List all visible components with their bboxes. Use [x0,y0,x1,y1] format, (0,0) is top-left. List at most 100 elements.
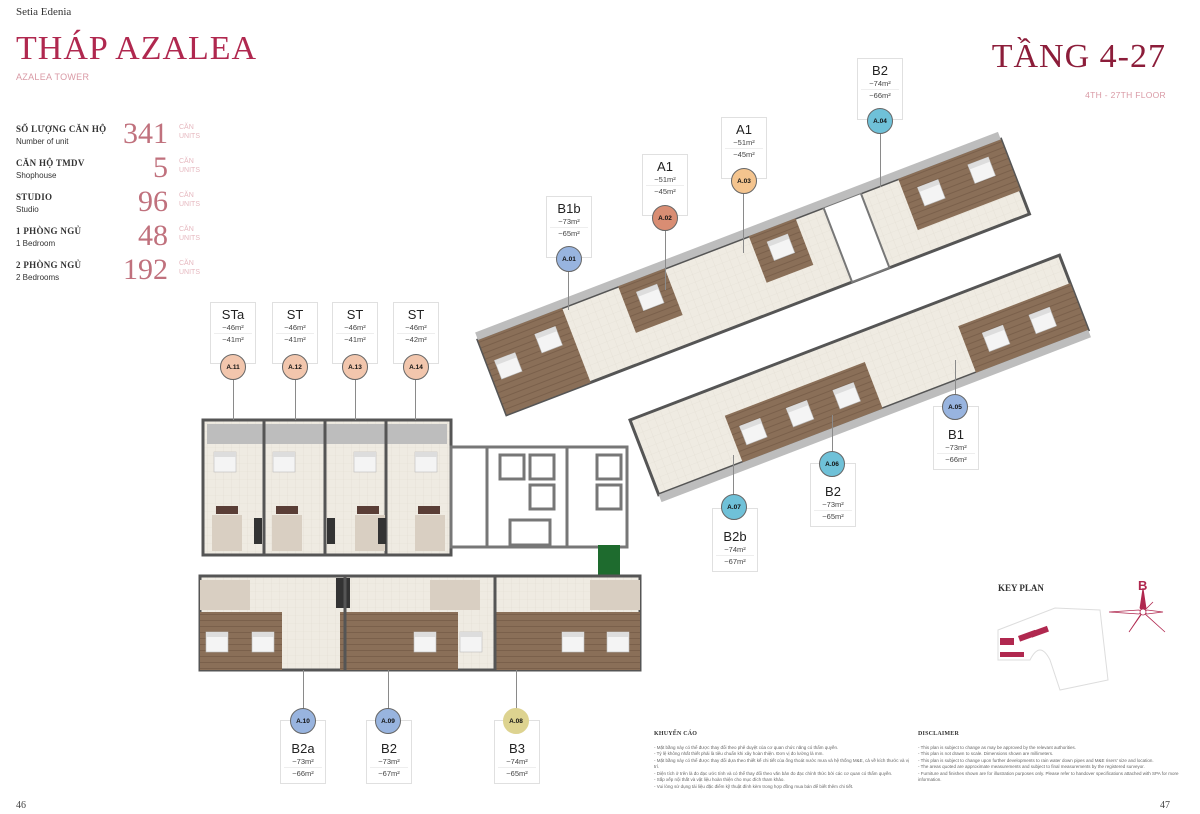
unit-type: B3 [509,741,525,756]
unit-gross-area: ~73m² [814,500,852,512]
unit-gross-area: ~46m² [214,323,252,335]
unit-type: A1 [657,159,673,174]
advisory-line: - Vui lòng sử dụng tài liệu đặc điểm kỹ … [654,783,854,789]
unit-badge-a07[interactable]: A.07 [721,494,747,520]
unit-net-area: ~67m² [378,769,400,779]
brand-name: Setia Edenia [16,6,72,18]
unit-gross-area: ~51m² [646,175,684,187]
leader-line [880,132,881,187]
unit-net-area: ~65m² [506,769,528,779]
leader-line [955,360,956,395]
unit-badge-a06[interactable]: A.06 [819,451,845,477]
bottom-block [198,574,642,672]
disclaimer-line: - This plan is subject to change upon fu… [918,757,1154,763]
stat-label-en: 2 Bedrooms [16,273,60,282]
unit-card-a14[interactable]: ST ~46m² ~42m² [393,302,439,365]
advisory-block: KHUYẾN CÁO - Mặt bằng này có thể được th… [654,730,914,790]
stat-value: 5 [153,151,168,184]
leader-line [303,670,304,710]
leader-line [665,230,666,290]
stat-label-en: Number of unit [16,137,69,146]
unit-card-a08[interactable]: B3 ~74m² ~65m² [494,720,540,785]
unit-badge-a11[interactable]: A.11 [220,354,246,380]
disclaimer-line: - Furniture and finishes shown are for i… [918,770,1179,783]
unit-badge-a05[interactable]: A.05 [942,394,968,420]
page-number-right: 47 [1160,800,1170,811]
disclaimer-title: DISCLAIMER [918,731,960,737]
unit-badge-a09[interactable]: A.09 [375,708,401,734]
unit-net-area: ~41m² [222,335,244,345]
unit-badge-a04[interactable]: A.04 [867,108,893,134]
unit-type: B2 [825,484,841,499]
stat-label-vn: CĂN HỘ TMDV [16,158,85,168]
stat-label-en: Studio [16,205,39,214]
unit-gross-area: ~73m² [284,757,322,769]
unit-gross-area: ~46m² [336,323,374,335]
leader-line [388,670,389,710]
leader-line [832,415,833,453]
unit-badge-a03[interactable]: A.03 [731,168,757,194]
tower-title: THÁP AZALEA [16,30,258,67]
stat-label-vn: 2 PHÒNG NGỦ [16,260,82,270]
leader-line [415,378,416,420]
key-plan-map [997,607,1109,691]
floor-title: TẦNG 4-27 [991,38,1166,75]
unit-type: B2b [723,529,747,544]
leader-line [355,378,356,420]
disclaimer-line: - This plan is not drawn to scale. Dimen… [918,751,1054,757]
unit-card-a12[interactable]: ST ~46m² ~41m² [272,302,318,365]
unit-gross-area: ~74m² [498,757,536,769]
unit-net-area: ~66m² [292,769,314,779]
advisory-line: - Sắp xếp nội thất và vật liệu hoàn thiệ… [654,777,785,783]
unit-net-area: ~65m² [822,512,844,522]
unit-gross-area: ~46m² [397,323,435,335]
stat-label-vn: 1 PHÒNG NGỦ [16,226,82,236]
unit-gross-area: ~73m² [370,757,408,769]
advisory-line: - Tỷ lệ không nhất thiết phải là tiêu ch… [654,751,824,757]
unit-gross-area: ~74m² [716,545,754,557]
unit-gross-area: ~73m² [937,443,975,455]
stat-label-en: 1 Bedroom [16,239,56,248]
key-plan-label: KEY PLAN [998,583,1044,593]
unit-card-a13[interactable]: ST ~46m² ~41m² [332,302,378,365]
unit-badge-a02[interactable]: A.02 [652,205,678,231]
advisory-title: KHUYẾN CÁO [654,731,698,737]
unit-type: B1b [557,201,581,216]
unit-badge-a14[interactable]: A.14 [403,354,429,380]
unit-badge-a13[interactable]: A.13 [342,354,368,380]
unit-card-a04[interactable]: B2 ~74m² ~66m² [857,58,903,121]
unit-badge-a12[interactable]: A.12 [282,354,308,380]
unit-gross-area: ~46m² [276,323,314,335]
unit-net-area: ~66m² [869,91,891,101]
unit-gross-area: ~73m² [550,217,588,229]
unit-badge-a08[interactable]: A.08 [503,708,529,734]
unit-card-a11[interactable]: STa ~46m² ~41m² [210,302,256,365]
unit-badge-a01[interactable]: A.01 [556,246,582,272]
stat-value: 341 [123,117,168,150]
unit-net-area: ~42m² [405,335,427,345]
leader-line [743,193,744,253]
unit-type: ST [407,307,425,322]
unit-badge-a10[interactable]: A.10 [290,708,316,734]
unit-type: STa [221,307,245,322]
leader-line [733,455,734,495]
stat-label-en: Shophouse [16,171,57,180]
unit-net-area: ~66m² [945,455,967,465]
stat-value: 96 [138,185,168,218]
stat-label-vn: STUDIO [16,192,53,202]
stat-label-vn: SỐ LƯỢNG CĂN HỘ [16,124,107,134]
stat-value: 192 [123,253,168,286]
page-number-left: 46 [16,800,26,811]
unit-net-area: ~45m² [654,187,676,197]
leader-line [516,670,517,710]
lower-wing [628,253,1091,503]
